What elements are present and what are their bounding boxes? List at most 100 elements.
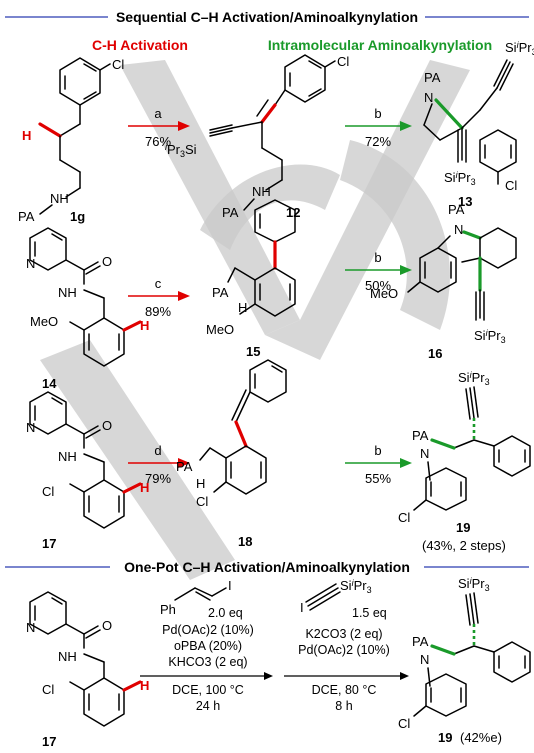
compound-label-18: 18 [238, 534, 252, 549]
cl-label: Cl [196, 494, 208, 509]
time: 24 h [196, 699, 220, 713]
compound-label-19: 19 [438, 730, 452, 745]
ph-label: Ph [160, 602, 176, 617]
n-label: N [420, 446, 429, 461]
pa-label: PA [212, 285, 229, 300]
h-label: H [196, 476, 205, 491]
time: 8 h [335, 699, 352, 713]
compound-1g: Cl H NH PA 1g [18, 57, 124, 224]
nh-label: NH [50, 191, 69, 206]
pa-label: PA [18, 209, 35, 224]
compound-label-16: 16 [428, 346, 442, 361]
compound-label-14: 14 [42, 376, 57, 391]
meo-label: MeO [370, 286, 398, 301]
meo-label: MeO [30, 314, 58, 329]
yield-a: 76% [145, 134, 171, 149]
condition-d: d [154, 443, 161, 458]
n-label: N [420, 652, 429, 667]
pa-label: PA [448, 202, 465, 217]
watermark [40, 60, 470, 580]
compound-13: PA N SiiPr3 SiiPr3 Cl 13 [423, 40, 534, 209]
base: K2CO3 (2 eq) [305, 627, 382, 641]
tips-label: SiiPr3 [458, 576, 490, 593]
condition-b: b [374, 443, 381, 458]
tips-label-bottom: SiiPr3 [444, 170, 476, 187]
pa-label: PA [424, 70, 441, 85]
n-label: N [454, 222, 463, 237]
compound-label-17: 17 [42, 536, 56, 551]
h-label: H [22, 128, 31, 143]
cl-label: Cl [398, 716, 410, 731]
yield-b: 50% [365, 278, 391, 293]
solvent: DCE, 80 °C [312, 683, 377, 697]
compound-19-one-pot: SiiPr3 PA N Cl 19 (42%e) [398, 576, 531, 745]
tips-label: SiiPr3 [474, 328, 506, 345]
solvent: DCE, 100 °C [172, 683, 244, 697]
i-label: I [228, 578, 232, 593]
base: KHCO3 (2 eq) [168, 655, 247, 669]
o-label: O [102, 254, 112, 269]
compound-label-19: 19 [456, 520, 470, 535]
compound-label-13: 13 [458, 194, 472, 209]
condition-a: a [154, 106, 162, 121]
catalyst: Pd(OAc)2 (10%) [298, 643, 390, 657]
yield-c: 89% [145, 304, 171, 319]
nh-label: NH [58, 649, 77, 664]
arrow-a: a 76% [128, 106, 190, 149]
h-label: H [238, 300, 247, 315]
cl-label: Cl [337, 54, 349, 69]
compound-12: Cl iPr3Si NH PA 12 [165, 54, 349, 220]
nh-label: NH [252, 184, 271, 199]
compound-14: N O NH H MeO 14 [26, 227, 149, 391]
arrow-b-2: b 50% [345, 250, 412, 293]
yield-b: 72% [365, 134, 391, 149]
compound-label-12: 12 [286, 205, 300, 220]
nh-label: NH [58, 285, 77, 300]
compound-18: PA H Cl 18 [176, 359, 287, 549]
compound-label-17: 17 [42, 734, 56, 749]
tips-label: iPr3Si [165, 142, 197, 159]
cl-label: Cl [112, 57, 124, 72]
compound-19: SiiPr3 PA N Cl 19 (43%, 2 steps) [398, 370, 531, 553]
activated-ch-bond [38, 122, 62, 138]
n-label: N [26, 420, 35, 435]
catalyst: Pd(OAc)2 (10%) [162, 623, 254, 637]
arrow-b-3: b 55% [345, 443, 412, 486]
compound-15: PA H MeO 15 [206, 199, 296, 359]
n-label: N [26, 256, 35, 271]
compound-17-one-pot: N O NH H Cl 17 [26, 591, 149, 749]
h-label: H [140, 480, 149, 495]
compound-16: PA N SiiPr3 MeO 16 [370, 202, 517, 361]
one-pot-step1: Ph I 2.0 eq Pd(OAc)2 (10%) oPBA (20%) KH… [140, 578, 273, 713]
nh-label: NH [58, 449, 77, 464]
cl-label: Cl [398, 510, 410, 525]
arrow-d: d 79% [128, 443, 190, 486]
oxidant: oPBA (20%) [174, 639, 242, 653]
pa-label: PA [412, 634, 429, 649]
yield-d: 79% [145, 471, 171, 486]
ch-activation-label: C-H Activation [92, 37, 188, 53]
overall-yield: (43%, 2 steps) [422, 538, 506, 553]
o-label: O [102, 618, 112, 633]
h-label: H [140, 318, 149, 333]
one-pot-title: One-Pot C–H Activation/Aminoalkynylation [124, 559, 410, 575]
cl-label: Cl [42, 484, 54, 499]
one-pot-yield: (42%e) [460, 730, 502, 745]
o-label: O [102, 418, 112, 433]
sequential-title: Sequential C–H Activation/Aminoalkynylat… [116, 9, 418, 25]
meo-label: MeO [206, 322, 234, 337]
condition-b: b [374, 106, 381, 121]
compound-label-1g: 1g [70, 209, 85, 224]
intramolecular-label: Intramolecular Aminoalkynylation [268, 37, 492, 53]
cl-label: Cl [505, 178, 517, 193]
condition-b: b [374, 250, 381, 265]
arrow-b-1: b 72% [345, 106, 412, 149]
n-label: N [26, 620, 35, 635]
pa-label: PA [176, 459, 193, 474]
compound-label-15: 15 [246, 344, 260, 359]
n-label: N [424, 90, 433, 105]
condition-c: c [155, 276, 162, 291]
tips-label-top: SiiPr3 [505, 40, 534, 57]
tips-label: SiiPr3 [340, 578, 372, 595]
